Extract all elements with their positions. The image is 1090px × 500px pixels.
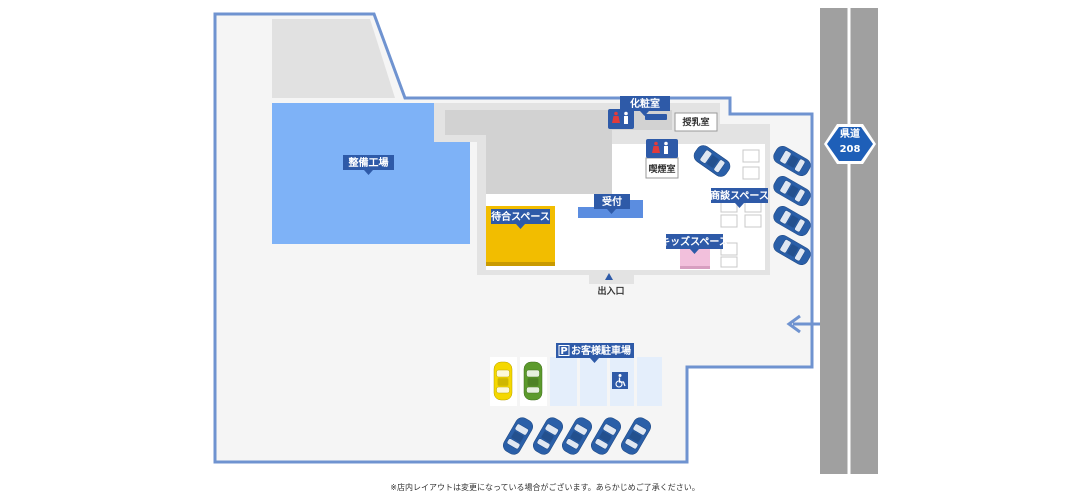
layout-footnote: ※店内レイアウトは変更になっている場合がございます。あらかじめご了承ください。 [390,482,700,492]
svg-text:キッズスペース: キッズスペース [660,235,729,248]
car-icon [523,361,543,401]
svg-text:整備工場: 整備工場 [348,156,389,169]
waiting-space: 待合スペース [486,206,555,266]
toilet-icon [652,141,668,154]
svg-text:208: 208 [840,144,861,155]
svg-text:P: P [560,346,567,357]
smoking-room: 喫煙室 [645,139,679,179]
svg-text:喫煙室: 喫煙室 [648,163,675,175]
storage-area [272,19,395,98]
svg-text:お客様駐車場: お客様駐車場 [571,344,631,357]
reception-counter: 受付 [578,194,643,218]
up-triangle-icon [605,273,613,280]
svg-text:県道: 県道 [840,127,860,140]
svg-text:待合スペース: 待合スペース [491,210,550,223]
meeting-space-tag: 商談スペース [710,188,769,208]
prefectural-road [820,8,878,474]
wheelchair-icon [612,372,628,389]
workshop-area [272,103,470,244]
toilet-icon [612,111,628,124]
back-office [445,110,612,194]
kids-space: キッズスペース [660,234,729,269]
hexagon-route-icon: 県道 208 [824,124,876,164]
svg-text:受付: 受付 [602,195,622,208]
toilet-room: 化粧室 [608,96,672,130]
svg-text:化粧室: 化粧室 [630,97,660,110]
svg-text:商談スペース: 商談スペース [710,189,769,202]
workshop-tag: 整備工場 [343,155,394,175]
nursing-room: 授乳室 [674,112,718,132]
car-icon [493,361,513,401]
parking-tag: P お客様駐車場 [556,343,634,363]
customer-parking: P お客様駐車場 [490,343,662,406]
svg-text:授乳室: 授乳室 [682,116,709,128]
svg-text:出入口: 出入口 [597,285,624,297]
entrance: 出入口 [589,270,634,297]
